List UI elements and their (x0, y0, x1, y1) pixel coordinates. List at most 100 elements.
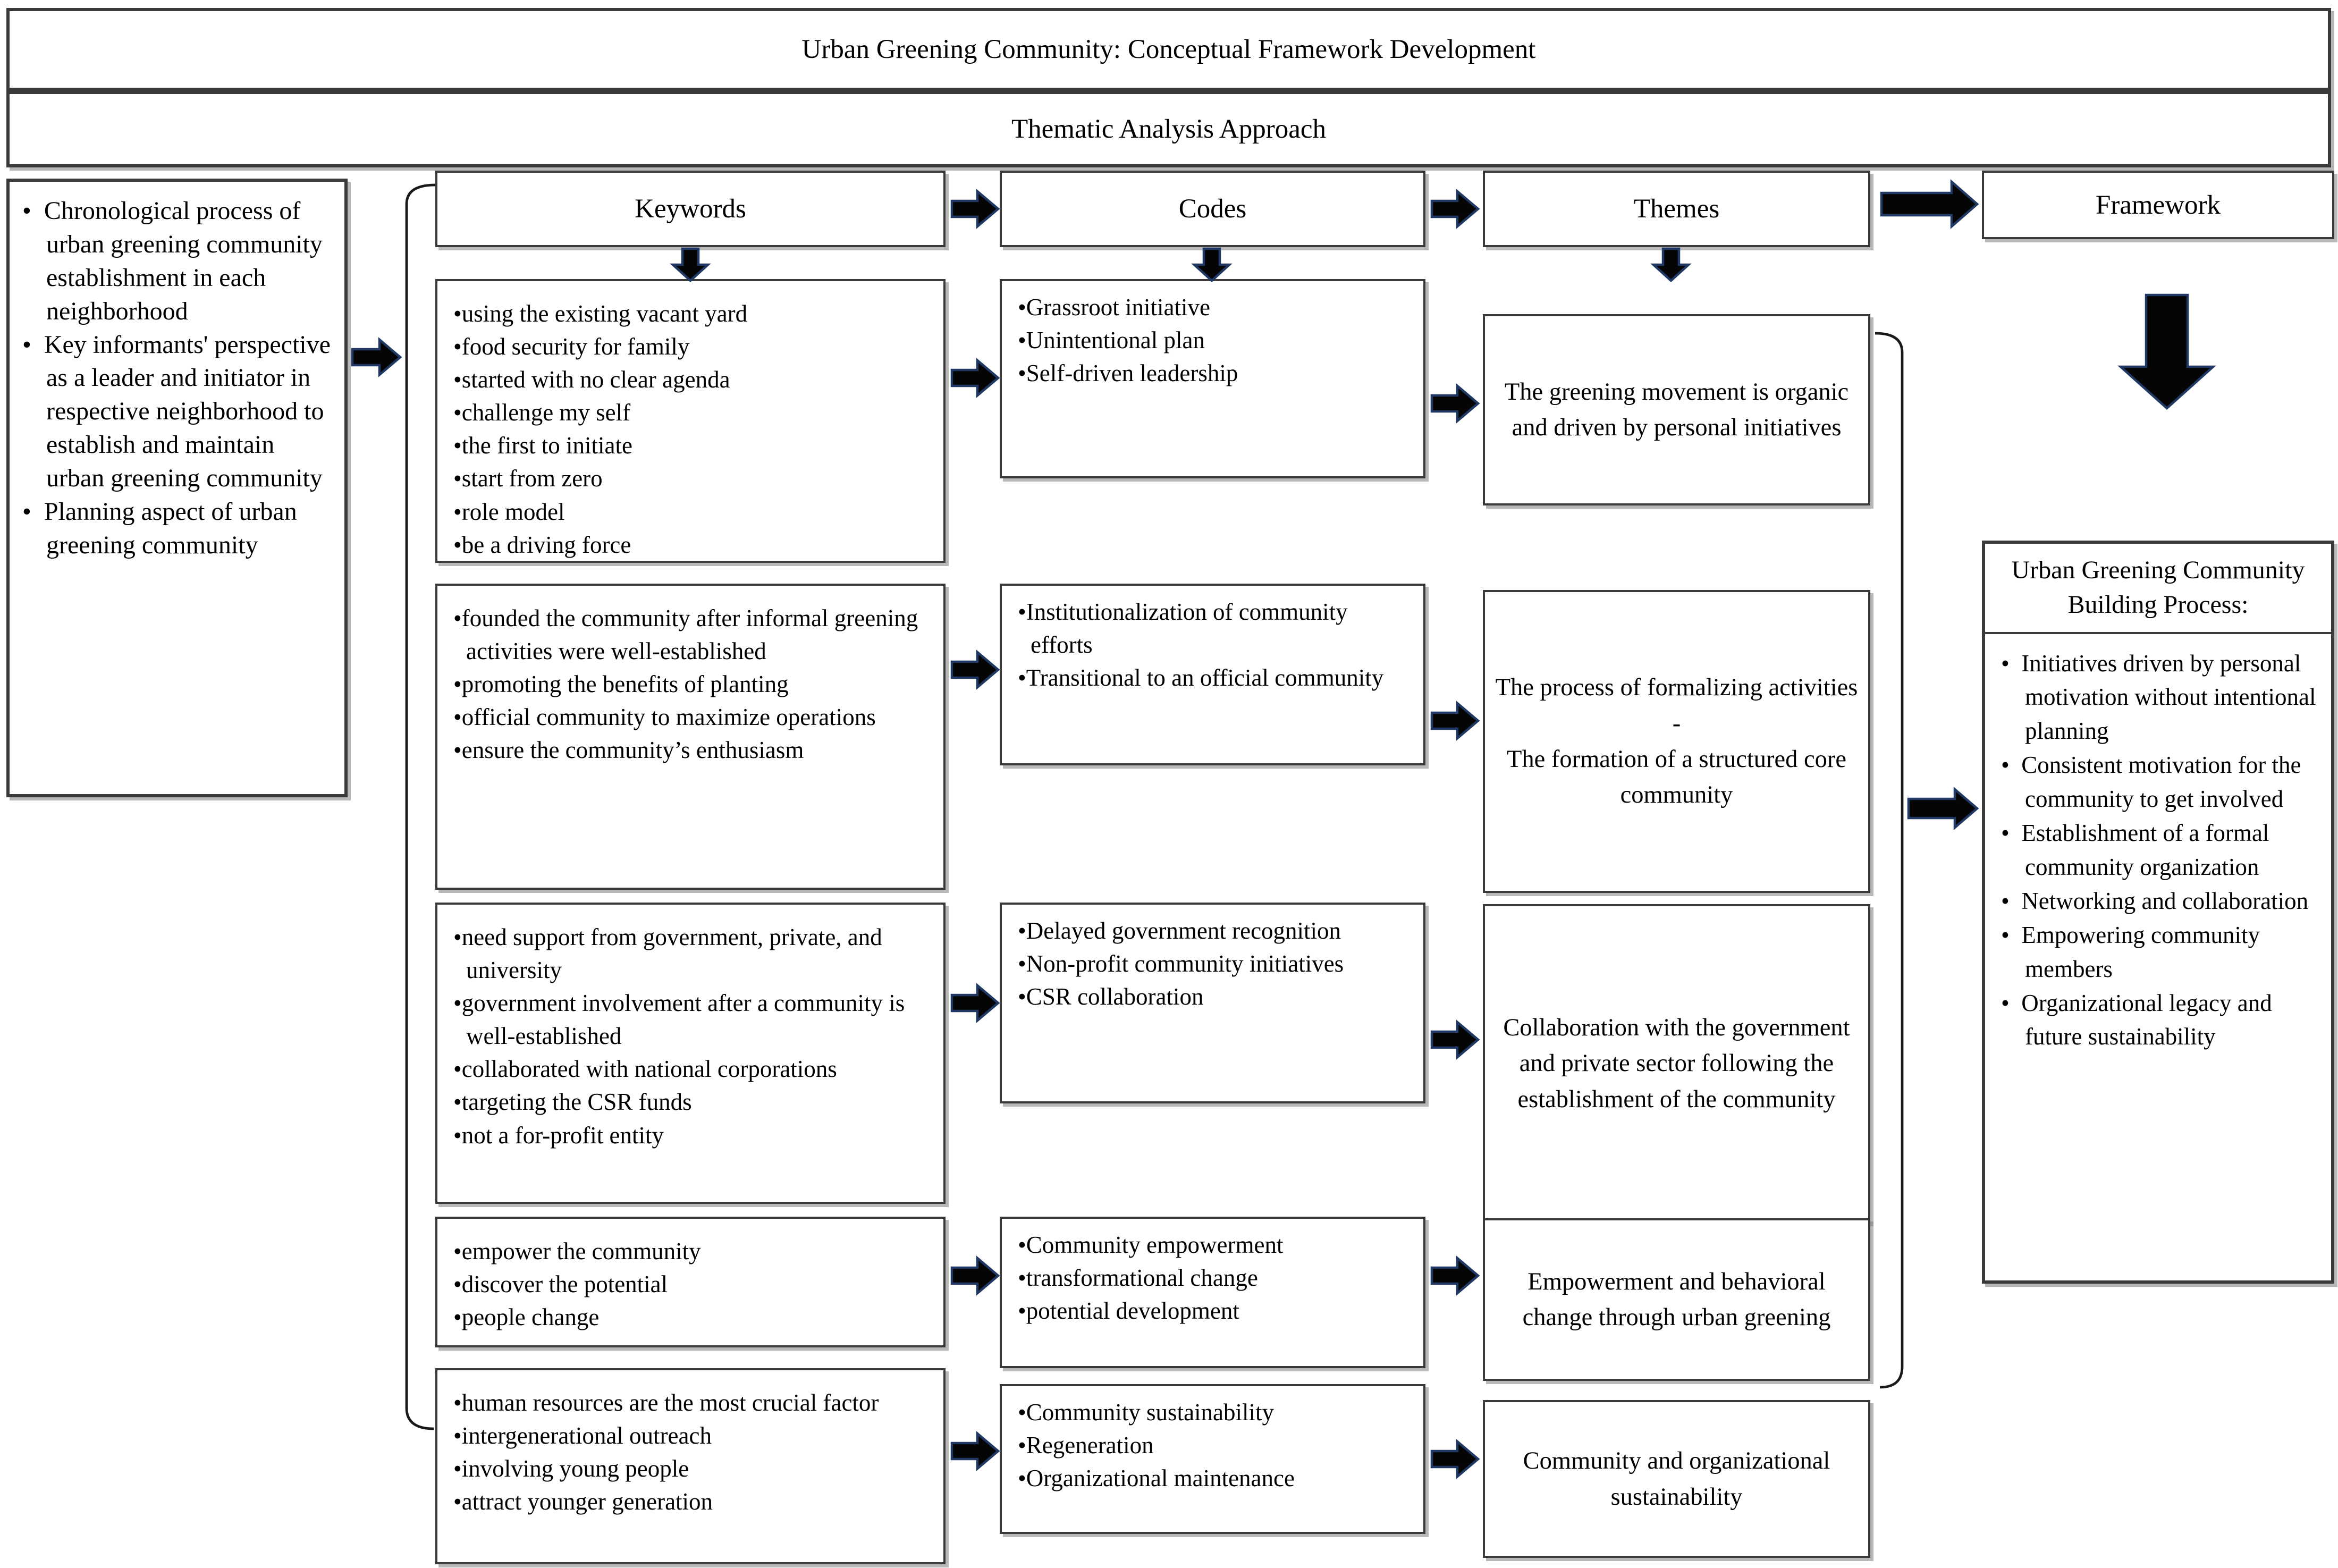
themes-text-4: Empowerment and behavioral change throug… (1522, 1268, 1831, 1331)
list-item: Networking and collaboration (2001, 884, 2325, 918)
themes-text-5: Community and organizational sustainabil… (1523, 1447, 1830, 1511)
list-item: Community sustainability (1018, 1396, 1414, 1429)
framework-process-list: Initiatives driven by personal motivatio… (1985, 634, 2331, 1061)
list-item: people change (453, 1301, 934, 1334)
arrow-codes-to-themes-header-icon (1430, 189, 1480, 229)
list-item: need support from government, private, a… (453, 921, 934, 987)
themes-bracket (1875, 332, 1904, 1389)
list-item: Regeneration (1018, 1429, 1414, 1462)
codes-list-4: Community empowermenttransformational ch… (1002, 1219, 1423, 1334)
themes-text-3: Collaboration with the government and pr… (1503, 1014, 1850, 1113)
themes-box-5: Community and organizational sustainabil… (1483, 1400, 1870, 1558)
list-item: Chronological process of urban greening … (22, 195, 338, 328)
header-themes-label: Themes (1633, 194, 1720, 224)
keywords-list-5: human resources are the most crucial fac… (437, 1370, 943, 1524)
list-item: the first to initiate (453, 429, 934, 462)
themes-box-4: Empowerment and behavioral change throug… (1483, 1218, 1870, 1381)
subtitle: Thematic Analysis Approach (1011, 114, 1327, 144)
list-item: involving young people (453, 1452, 934, 1485)
arrow-big-down-framework-icon (2117, 293, 2216, 410)
list-item: Grassroot initiative (1018, 291, 1414, 324)
list-item: targeting the CSR funds (453, 1085, 934, 1118)
list-item: role model (453, 495, 934, 528)
codes-list-5: Community sustainabilityRegenerationOrga… (1002, 1386, 1423, 1501)
themes-box-1: The greening movement is organic and dri… (1483, 314, 1870, 505)
list-item: ensure the community’s enthusiasm (453, 734, 934, 766)
list-item: Key informants' perspective as a leader … (22, 328, 338, 495)
header-keywords: Keywords (435, 171, 946, 247)
codes-box-3: Delayed government recognitionNon-profit… (1000, 903, 1425, 1103)
list-item: CSR collaboration (1018, 980, 1414, 1013)
header-keywords-label: Keywords (635, 194, 746, 224)
left-input-panel: Chronological process of urban greening … (6, 179, 348, 797)
list-item: started with no clear agenda (453, 363, 934, 396)
list-item: government involvement after a community… (453, 987, 934, 1052)
list-item: potential development (1018, 1294, 1414, 1327)
themes-box-3: Collaboration with the government and pr… (1483, 904, 1870, 1223)
left-panel-list: Chronological process of urban greening … (10, 182, 344, 569)
list-item: challenge my self (453, 396, 934, 429)
keywords-list-2: founded the community after informal gre… (437, 586, 943, 773)
codes-list-1: Grassroot initiativeUnintentional planSe… (1002, 281, 1423, 396)
arrow-c1-t1-icon (1430, 383, 1480, 424)
list-item: transformational change (1018, 1261, 1414, 1294)
keywords-list-4: empower the communitydiscover the potent… (437, 1219, 943, 1340)
header-framework: Framework (1982, 171, 2334, 239)
arrow-k1-c1-icon (950, 358, 1000, 398)
list-item: Community empowerment (1018, 1228, 1414, 1261)
list-item: empower the community (453, 1235, 934, 1268)
codes-list-2: Institutionalization of community effort… (1002, 586, 1423, 701)
list-item: Organizational maintenance (1018, 1462, 1414, 1495)
arrow-k3-c3-icon (950, 983, 1000, 1023)
arrow-down-keywords-icon (670, 247, 711, 283)
keywords-list-1: using the existing vacant yardfood secur… (437, 281, 943, 568)
list-item: intergenerational outreach (453, 1419, 934, 1452)
themes-text-2: The process of formalizing activities - … (1495, 674, 1858, 809)
keywords-box-1: using the existing vacant yardfood secur… (435, 279, 946, 563)
themes-box-2: The process of formalizing activities - … (1483, 590, 1870, 893)
framework-process-box: Urban Greening Community Building Proces… (1982, 541, 2334, 1284)
codes-box-4: Community empowermenttransformational ch… (1000, 1217, 1425, 1368)
list-item: be a driving force (453, 528, 934, 561)
list-item: Institutionalization of community effort… (1018, 595, 1414, 661)
list-item: attract younger generation (453, 1485, 934, 1518)
list-item: Self-driven leadership (1018, 357, 1414, 390)
list-item: Empowering community members (2001, 918, 2325, 987)
arrow-c2-t2-icon (1430, 701, 1480, 741)
keywords-box-2: founded the community after informal gre… (435, 584, 946, 890)
codes-box-2: Institutionalization of community effort… (1000, 584, 1425, 765)
arrow-keywords-to-codes-header-icon (950, 189, 1000, 229)
codes-box-5: Community sustainabilityRegenerationOrga… (1000, 1384, 1425, 1534)
framework-process-title: Urban Greening Community Building Proces… (1985, 544, 2331, 634)
arrow-down-codes-icon (1191, 247, 1233, 283)
themes-text-1: The greening movement is organic and dri… (1504, 378, 1849, 441)
list-item: Initiatives driven by personal motivatio… (2001, 647, 2325, 749)
arrow-themes-to-framework-header-icon (1880, 179, 1979, 229)
list-item: Non-profit community initiatives (1018, 947, 1414, 980)
list-item: Organizational legacy and future sustain… (2001, 987, 2325, 1055)
list-item: Delayed government recognition (1018, 914, 1414, 947)
list-item: human resources are the most crucial fac… (453, 1386, 934, 1419)
list-item: founded the community after informal gre… (453, 602, 934, 668)
header-codes: Codes (1000, 171, 1425, 247)
list-item: Transitional to an official community (1018, 661, 1414, 694)
header-framework-label: Framework (2095, 190, 2221, 220)
list-item: Consistent motivation for the community … (2001, 748, 2325, 816)
page-title: Urban Greening Community: Conceptual Fra… (801, 35, 1536, 64)
codes-box-1: Grassroot initiativeUnintentional planSe… (1000, 279, 1425, 478)
keywords-box-4: empower the communitydiscover the potent… (435, 1217, 946, 1347)
header-themes: Themes (1483, 171, 1870, 247)
keywords-box-3: need support from government, private, a… (435, 903, 946, 1204)
arrow-c5-t5-icon (1430, 1439, 1480, 1479)
list-item: start from zero (453, 462, 934, 495)
keywords-box-5: human resources are the most crucial fac… (435, 1368, 946, 1564)
keywords-bracket (405, 183, 436, 1430)
list-item: Establishment of a formal community orga… (2001, 816, 2325, 884)
arrow-k2-c2-icon (950, 650, 1000, 690)
arrow-k4-c4-icon (950, 1255, 1000, 1296)
arrow-input-to-keywords-icon (351, 337, 402, 377)
list-item: Unintentional plan (1018, 324, 1414, 357)
list-item: discover the potential (453, 1268, 934, 1301)
title-bar-main: Urban Greening Community: Conceptual Fra… (6, 8, 2331, 91)
